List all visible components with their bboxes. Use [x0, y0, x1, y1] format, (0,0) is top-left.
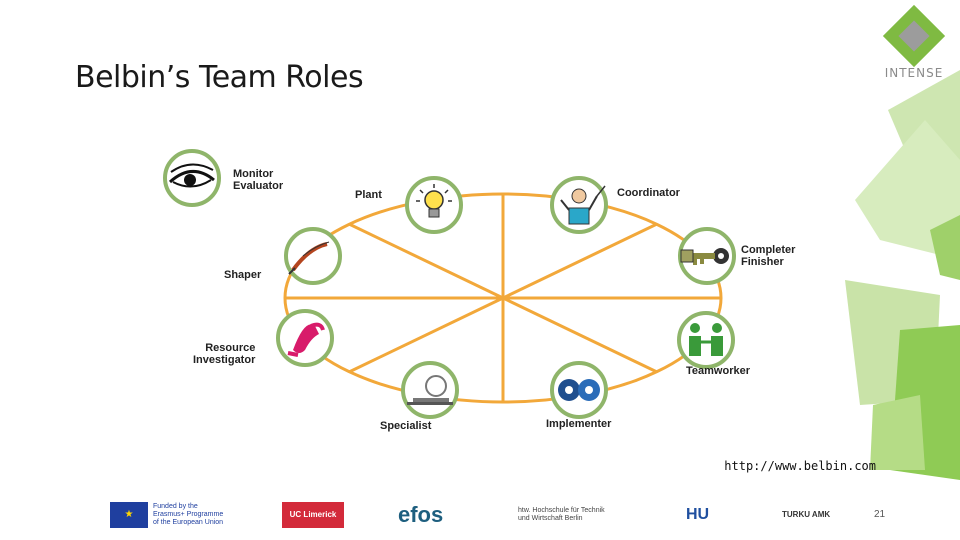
role-label-specialist: Specialist [380, 420, 432, 432]
roles-wheel [163, 149, 736, 419]
role-label-teamworker: Teamworker [686, 365, 750, 377]
source-url[interactable]: http://www.belbin.com [724, 459, 876, 473]
eu-flag-icon: ★ [110, 502, 148, 528]
slide-title: Belbin’s Team Roles [75, 60, 364, 95]
turku-logo-text: TURKU AMK [782, 510, 831, 519]
eu-logo-text: Funded by the Erasmus+ Programme of the … [153, 503, 224, 526]
htw-logo: htw. Hochschule für Technik und Wirtscha… [518, 500, 605, 530]
role-label-monitor-evaluator: Monitor Evaluator [233, 168, 284, 192]
efos-logo-text: efos [398, 502, 444, 527]
role-label-plant: Plant [355, 189, 382, 201]
conductor-icon [550, 176, 608, 234]
pen-icon [284, 227, 342, 285]
gears-icon [550, 361, 608, 419]
telephone-icon [276, 309, 334, 367]
efos-logo: efos [398, 500, 443, 530]
htw-logo-text: htw. Hochschule für Technik und Wirtscha… [518, 507, 605, 522]
brand-diamond-icon [882, 4, 946, 68]
lightbulb-icon [405, 176, 463, 234]
page-number: 21 [874, 509, 886, 520]
eu-logo: ★ Funded by the Erasmus+ Programme of th… [110, 500, 223, 530]
specialist-icon [401, 361, 459, 419]
uc-logo-text: UC Limerick [282, 502, 344, 528]
role-label-implementer: Implementer [546, 418, 612, 430]
eye-icon [163, 149, 221, 207]
role-label-resource-investigator: Resource Investigator [193, 342, 256, 366]
hu-logo: HU [686, 500, 709, 530]
wheel-spokes [285, 194, 721, 402]
brand-logo: INTENSE [874, 4, 954, 80]
turku-logo: TURKU AMK [782, 500, 830, 530]
role-label-shaper: Shaper [224, 269, 262, 281]
hu-logo-text: HU [686, 506, 710, 523]
brand-name: INTENSE [884, 66, 944, 80]
role-label-coordinator: Coordinator [617, 187, 680, 199]
role-label-completer-finisher: Completer Finisher [741, 244, 796, 268]
uc-logo: UC Limerick [282, 500, 344, 530]
belbin-roles-diagram: Monitor Evaluator Plant Coordinator Comp… [133, 128, 837, 470]
key-icon [678, 227, 736, 285]
footer-logo-bar [0, 490, 960, 540]
two-people-icon [677, 311, 735, 369]
